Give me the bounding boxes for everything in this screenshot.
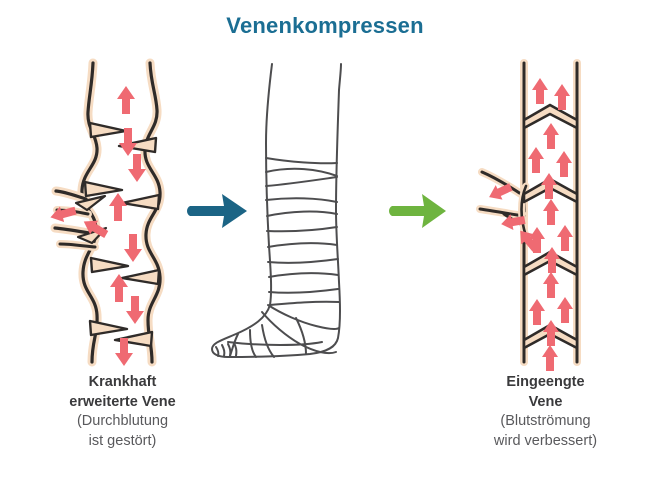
blood-arrow-diagonal-1 — [83, 220, 109, 238]
blood-arrow-branch-r2 — [501, 214, 526, 231]
valve-flap-branch-1 — [74, 194, 107, 212]
bandage-band-5 — [266, 210, 338, 217]
caption-left-reg-line1: (Durchblutung — [76, 413, 169, 430]
blood-arrow-down-1 — [119, 128, 137, 156]
blood-arrow-down-3 — [124, 234, 142, 262]
blood-flow-arrows-diseased — [50, 86, 146, 366]
arrow-left-to-center — [187, 194, 247, 228]
connector-arrow-blue — [187, 194, 247, 228]
caption-right-bold-line1: Eingeengte — [506, 374, 585, 390]
blood-arrow-up-r12 — [529, 299, 545, 325]
valve-flap-5 — [89, 256, 130, 274]
toe-line-4 — [233, 342, 238, 357]
valve-flap-2 — [117, 136, 158, 154]
bandage-band-4 — [265, 197, 338, 203]
bandage-heel-curve — [295, 317, 307, 355]
caption-left-bold-line2: erweiterte Vene — [69, 393, 176, 410]
page-title: Venenkompressen — [226, 13, 424, 38]
bandage-band-7 — [267, 242, 338, 248]
blood-arrow-up-r11 — [543, 272, 559, 298]
bandage-ankle-wrap-2 — [261, 311, 337, 355]
blood-arrow-up-r3 — [543, 123, 559, 149]
caption-right-reg-line1: (Blutströmung — [500, 413, 591, 430]
vein-branch-upper-outline — [54, 189, 88, 201]
bandage-band-6 — [266, 226, 338, 233]
toe-line-2 — [221, 344, 226, 357]
bandage-band-1 — [265, 157, 338, 165]
bandage-band-11 — [269, 300, 340, 306]
blood-arrow-up-r15 — [542, 345, 558, 371]
bandaged-leg-illustration — [211, 63, 342, 358]
blood-arrow-down-2 — [128, 154, 146, 182]
caption-left-bold-line1: Krankhaft — [88, 374, 157, 390]
caption-compressed-vein: Eingeengte Vene (Blutströmung wird verbe… — [443, 373, 648, 451]
compressed-vein-illustration — [476, 59, 581, 371]
blood-arrow-up-2 — [109, 193, 127, 221]
valve-flap-1 — [88, 121, 128, 139]
blood-arrow-up-r10 — [544, 247, 560, 273]
bandage-band-10 — [268, 288, 339, 294]
vein-wall-right-outline — [143, 61, 162, 364]
blood-arrow-branch-out-1 — [50, 206, 77, 222]
bandage-foot-wrap-2 — [261, 324, 275, 358]
diseased-vein-illustration — [50, 58, 165, 367]
valve-flap-7 — [88, 319, 129, 337]
blood-flow-arrows-compressed — [489, 78, 573, 371]
bandage-band-8 — [267, 258, 339, 264]
arrow-center-to-right — [389, 194, 446, 228]
valve-flap-8 — [113, 330, 154, 348]
toe-line-1 — [215, 346, 220, 357]
blood-arrow-up-r7 — [543, 199, 559, 225]
blood-arrow-up-r9 — [557, 225, 573, 251]
toe-line-3 — [227, 343, 232, 357]
blood-arrow-up-r6 — [541, 173, 557, 199]
blood-arrow-up-r14 — [543, 320, 559, 346]
compressed-vein-branch-taper-outline — [520, 184, 528, 238]
blood-arrow-branch-r3 — [520, 230, 539, 252]
blood-arrow-branch-r1 — [489, 183, 513, 200]
bandage-band-3 — [265, 176, 338, 187]
blood-arrow-up-r13 — [557, 297, 573, 323]
leg-outline — [211, 63, 342, 358]
competent-valve-1 — [522, 103, 579, 130]
bandage-band-2 — [265, 167, 338, 177]
valve-flap-6 — [120, 268, 161, 286]
caption-right-bold-line2: Vene — [528, 393, 563, 410]
blood-arrow-down-4 — [126, 296, 144, 324]
blood-arrow-up-r5 — [556, 151, 572, 177]
valve-flap-4 — [120, 193, 161, 211]
caption-left-reg-line2: ist gestört) — [88, 432, 157, 449]
blood-arrow-down-5 — [115, 338, 133, 366]
bandage-foot-wrap-1 — [249, 329, 257, 358]
blood-arrow-up-1 — [117, 86, 135, 114]
blood-arrow-up-r2 — [554, 84, 570, 110]
connector-arrow-green — [389, 194, 446, 228]
bandage-foot-diagonal — [227, 341, 323, 346]
blood-arrow-up-r4 — [528, 147, 544, 173]
valve-flap-3 — [83, 180, 124, 198]
blood-arrow-up-3 — [110, 274, 128, 302]
bandage-ankle-wrap-1 — [267, 304, 340, 331]
vein-branch-lower-outline — [53, 226, 91, 235]
blood-arrow-up-r1 — [532, 78, 548, 104]
bandage-band-9 — [268, 272, 339, 278]
caption-right-reg-line2: wird verbessert) — [493, 432, 598, 449]
caption-diseased-vein: Krankhaft erweiterte Vene (Durchblutung … — [20, 373, 225, 451]
vein-branch-lower-lower-wall-outline — [58, 242, 97, 249]
